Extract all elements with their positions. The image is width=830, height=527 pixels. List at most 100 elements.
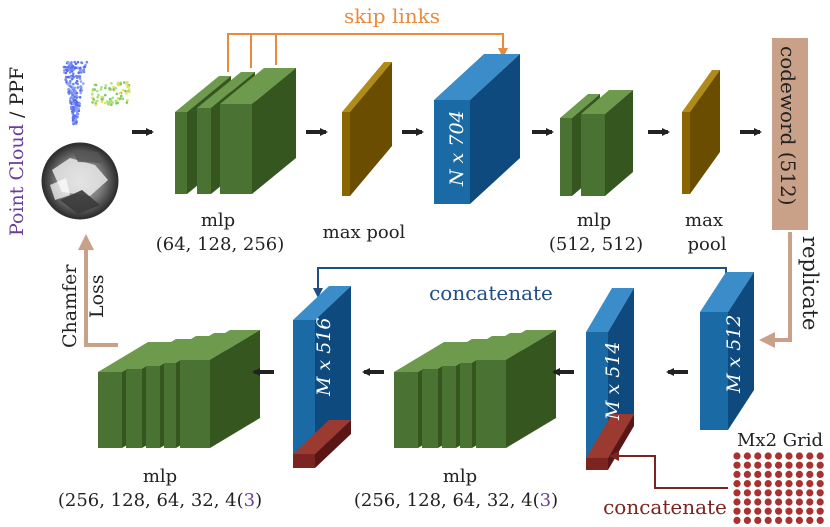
mlp1-slab-0-front [175,112,187,194]
m516-base-side [315,420,351,468]
grid-dot [806,498,814,506]
loss-label: Loss [86,274,108,318]
grid-dot [733,461,741,469]
cloud-point [125,101,129,104]
mlp1-slab-2-top [220,68,296,104]
grid-dot [806,480,814,488]
chamfer-label: Chamfer [59,264,81,348]
grid-dot [733,480,741,488]
mlp-mid-slab-1-top [422,339,488,369]
grid-dot [816,470,824,478]
cloud-point [63,69,66,72]
cloud-point [71,110,74,113]
mx2-grid-dots [733,452,824,525]
cloud-point [72,82,75,86]
grid-dot [816,516,824,525]
grid-dot [764,489,772,497]
cloud-point [119,82,122,86]
mlp2-slab-1-front [581,114,605,196]
mlp-mid-slab-4-top [476,330,556,360]
m514-slab-front [586,332,608,458]
mlp-mid-slab-4-side [506,330,556,448]
mlp-final-slab-0-top [98,342,172,372]
cloud-point [70,105,73,109]
cloud-point [126,85,129,89]
mlp-mid-slab-2-front [442,366,456,448]
grid-dot [775,461,783,469]
cloud-point [112,85,115,89]
grid-dot [785,480,793,488]
m514-label: M x 514 [602,341,624,421]
cloud-point [64,78,67,81]
cloud-point [100,97,104,101]
cloud-point [115,92,119,96]
mlp1-dims: (64, 128, 256) [156,234,285,255]
m516-slab-top [293,286,351,320]
grid-dot [754,489,762,497]
pool1-slab-front [342,112,350,196]
mlp-mid-dims: (256, 128, 64, 32, 4(3) [354,490,558,511]
cloud-point [72,114,75,118]
grid-dot [795,452,804,460]
cloud-point [70,89,73,93]
point-cloud-label: Point Cloud [6,124,28,236]
grid-dot [785,489,793,497]
grid-dot [795,489,804,497]
cloud-point [99,88,103,91]
cloud-point [122,89,125,92]
mlp-final-slab-4-side [210,330,260,448]
m516-label: M x 516 [313,317,335,397]
grid-dot [733,470,741,478]
cloud-point [73,60,76,64]
mlp-final-slab-1-top [126,339,192,369]
cloud-point [78,75,81,79]
grid-dot [764,516,772,525]
grid-dot [806,470,814,478]
cloud-point [100,95,103,99]
grid-dot [743,480,752,488]
m514-base-top [586,414,634,458]
cloud-point [115,101,118,105]
grid-dot [743,516,752,525]
grid-dot [806,516,814,525]
replicate-arrow [759,232,792,348]
cloud-point [100,86,103,89]
cloud-point [70,85,73,88]
grid-dot [785,470,793,478]
cloud-point [67,90,71,94]
grid-dot [785,498,793,506]
grid-dot [795,470,804,478]
cloud-point [79,85,83,88]
grid-dot [816,489,824,497]
cloud-point [64,71,68,75]
cloud-point [123,81,126,84]
cloud-point [67,64,71,67]
mlp-final-slab-3-top [164,333,226,363]
mlp-mid-slab-0-front [394,372,418,448]
mlp-block-encoder-2 [560,90,633,196]
n704-label: N x 704 [446,110,468,187]
cloud-point [79,66,82,70]
grid-dot [733,516,741,525]
cloud-point [73,86,77,90]
grid-dot [764,480,772,488]
codeword-block [772,38,808,230]
mlp1-slab-1-top [197,72,255,108]
svg-text:Point Cloud / PPF: Point Cloud / PPF [6,67,28,236]
cloud-point [72,99,75,103]
ppf-image [41,142,119,220]
concatenate-bottom-label: concatenate [603,495,727,519]
pool1-slab-top [342,62,392,112]
grid-dot [733,452,741,460]
grid-dot [764,507,772,515]
cloud-point [68,71,72,74]
cloud-point [91,101,94,104]
separator-label: / [6,106,28,124]
grid-dot [754,452,762,460]
cloud-point [100,100,104,104]
cloud-point [79,80,83,83]
cloud-point [80,61,84,65]
grid-dot [743,452,752,460]
feature-block-m516 [293,286,351,468]
